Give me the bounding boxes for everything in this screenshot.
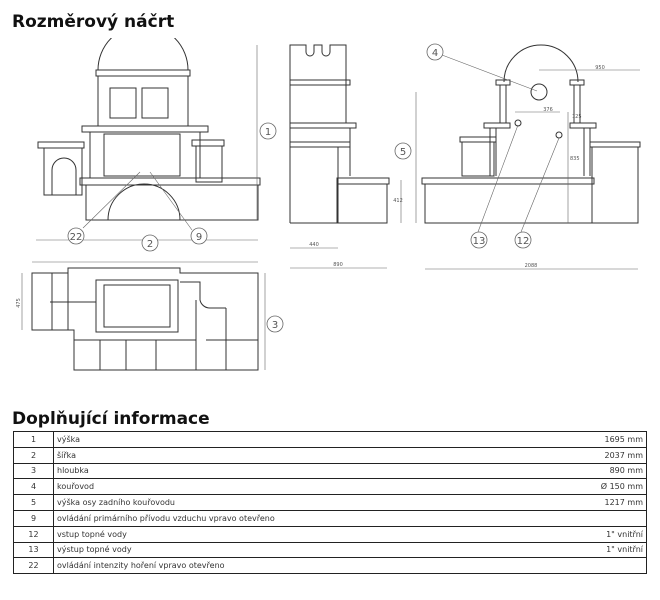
row-number: 3 bbox=[13, 462, 54, 480]
row-description: výstup topné vody bbox=[53, 541, 560, 559]
row-value: 2037 mm bbox=[560, 446, 647, 464]
dimension-drawing: 22 2 9 1 440 890 412 950 376 125 835 bbox=[16, 38, 641, 371]
row-number: 9 bbox=[13, 509, 54, 527]
row-value: 1" vnitřní bbox=[560, 525, 647, 543]
row-description: výška osy zadního kouřovodu bbox=[53, 494, 560, 511]
sketch-title: Rozměrový náčrt bbox=[12, 12, 175, 32]
dim-376: 376 bbox=[543, 107, 553, 113]
callout-13: 13 bbox=[473, 236, 486, 247]
row-description: výška bbox=[53, 431, 560, 448]
row-value: 890 mm bbox=[560, 462, 647, 480]
dim-890: 890 bbox=[333, 262, 343, 268]
front-view bbox=[36, 38, 261, 241]
dim-475: 475 bbox=[16, 298, 22, 308]
dim-950: 950 bbox=[595, 65, 605, 71]
dim-125: 125 bbox=[572, 114, 582, 120]
row-value bbox=[560, 557, 647, 575]
dim-2088: 2088 bbox=[525, 263, 538, 269]
row-number: 12 bbox=[13, 525, 54, 543]
row-description: hloubka bbox=[53, 462, 560, 480]
top-view: 475 bbox=[16, 261, 266, 371]
row-value: 1217 mm bbox=[560, 494, 647, 511]
row-number: 13 bbox=[13, 541, 54, 559]
row-number: 1 bbox=[13, 431, 54, 448]
row-description: ovládání intenzity hoření vpravo otevřen… bbox=[53, 557, 560, 575]
info-title: Doplňující informace bbox=[12, 409, 210, 429]
callout-2: 2 bbox=[147, 239, 153, 250]
dim-835: 835 bbox=[570, 156, 580, 162]
callout-22: 22 bbox=[70, 232, 83, 243]
row-description: kouřovod bbox=[53, 478, 560, 496]
dim-412: 412 bbox=[393, 198, 403, 204]
row-number: 5 bbox=[13, 494, 54, 511]
row-number: 2 bbox=[13, 446, 54, 464]
row-value: 1695 mm bbox=[560, 431, 647, 448]
callout-9: 9 bbox=[196, 232, 202, 243]
callout-1: 1 bbox=[265, 127, 271, 138]
row-value bbox=[560, 509, 647, 527]
row-description: vstup topné vody bbox=[53, 525, 560, 543]
dim-440: 440 bbox=[309, 242, 319, 248]
row-number: 4 bbox=[13, 478, 54, 496]
callout-12: 12 bbox=[517, 236, 530, 247]
row-number: 22 bbox=[13, 557, 54, 575]
side-view: 440 890 412 bbox=[289, 44, 403, 269]
row-description: ovládání primárního přívodu vzduchu vpra… bbox=[53, 509, 560, 527]
row-value: 1" vnitřní bbox=[560, 541, 647, 559]
rear-view: 950 376 125 835 2088 bbox=[415, 44, 641, 270]
callout-5: 5 bbox=[400, 147, 406, 158]
callout-4: 4 bbox=[432, 48, 438, 59]
callout-3: 3 bbox=[272, 320, 278, 331]
row-value: Ø 150 mm bbox=[560, 478, 647, 496]
row-description: šířka bbox=[53, 446, 560, 464]
